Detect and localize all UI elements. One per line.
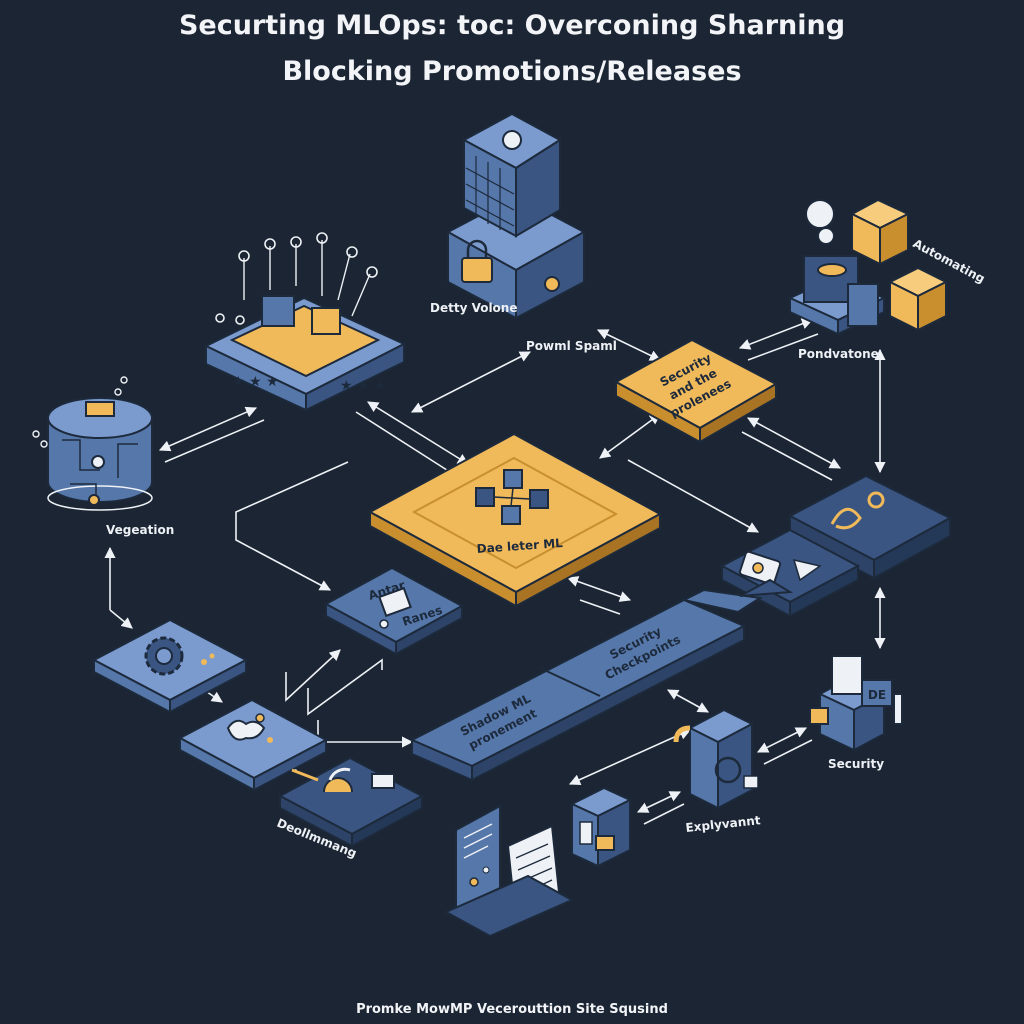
automation-cluster bbox=[787, 198, 949, 336]
connector-vegetation-to-circuit-2 bbox=[164, 419, 265, 463]
connector-circuit-to-server bbox=[411, 351, 531, 413]
deployment-tool-icon bbox=[371, 773, 395, 789]
deployment-tile bbox=[277, 756, 425, 848]
label-de-badge: DE bbox=[868, 688, 886, 702]
anter-tile bbox=[323, 566, 465, 656]
cylinder-dot-icons bbox=[32, 376, 128, 448]
connector-security-to-automation-2 bbox=[747, 333, 819, 361]
connector-circuit-to-center-2 bbox=[355, 411, 451, 473]
gear-tile bbox=[91, 618, 249, 714]
safe-lock-icon bbox=[743, 775, 759, 789]
circuit-chip-orange-icon bbox=[311, 307, 341, 335]
coin-icon bbox=[544, 276, 560, 292]
connector-vegetation-to-circuit bbox=[158, 406, 258, 452]
security-station bbox=[809, 655, 903, 752]
title-line-1: Securting MLOps: toc: Overconing Sharnin… bbox=[178, 10, 846, 41]
document-padlock-icon bbox=[595, 835, 615, 851]
safe-dial-icon bbox=[714, 756, 742, 784]
puzzle-cloud-icon bbox=[226, 719, 266, 741]
mobile-tile bbox=[719, 528, 861, 618]
vegetation-cylinder bbox=[32, 376, 153, 511]
connector-center-to-anter bbox=[235, 461, 349, 591]
checkpoint-bar bbox=[409, 578, 794, 782]
connector-docs-to-explyvant-2 bbox=[643, 803, 685, 825]
label-security: Security bbox=[828, 757, 884, 771]
circuit-platform: ★ ★ ★ ★ ★ ★ bbox=[203, 232, 407, 412]
connector-to-shadow bbox=[317, 720, 414, 748]
connector-safe-to-security-2 bbox=[763, 739, 813, 765]
platform-stars-right-icon: ★ ★ ★ bbox=[340, 378, 387, 394]
anter-node-icon bbox=[379, 619, 389, 629]
panel-ring-icon bbox=[867, 491, 885, 509]
connector-security-to-panel bbox=[747, 417, 841, 469]
cylinder-orange-node-icon bbox=[88, 494, 100, 506]
automation-box-bottom-icon bbox=[917, 280, 947, 332]
connector-server-to-security bbox=[596, 329, 662, 361]
padlock-icon bbox=[461, 257, 493, 283]
server-top-dome-icon bbox=[502, 130, 522, 150]
automation-chat-bubble-icon bbox=[805, 199, 835, 229]
connector-vegetation-to-gear bbox=[109, 609, 133, 629]
connector-security-to-panel-2 bbox=[741, 431, 833, 481]
connector-docs-to-explyvant bbox=[636, 791, 682, 813]
connector-center-to-security bbox=[599, 413, 661, 459]
automation-chat-bubble-small-icon bbox=[817, 227, 835, 245]
platform-stars-left-icon: ★ ★ ★ bbox=[232, 374, 279, 390]
safe-key-icon bbox=[673, 725, 691, 743]
connector-center-to-mobile bbox=[627, 459, 759, 533]
deployment-hardhat-icon bbox=[323, 777, 353, 793]
label-center: Dae leter ML bbox=[476, 536, 563, 556]
connector-center-to-checkpoints-2 bbox=[579, 599, 621, 615]
laptop-screen-lines bbox=[463, 823, 493, 859]
circuit-antenna-lines bbox=[243, 240, 371, 317]
label-vegetation: Vegeation bbox=[106, 523, 174, 537]
connector-docs-to-safe bbox=[568, 729, 692, 785]
right-panel-tile bbox=[787, 474, 953, 580]
connector-to-anter-2 bbox=[307, 658, 383, 716]
document-box bbox=[569, 786, 633, 868]
automation-document-icon bbox=[847, 283, 879, 327]
panel-lasso-icon bbox=[830, 507, 862, 530]
circuit-node-icons bbox=[215, 232, 378, 325]
automation-dial-icon bbox=[817, 263, 847, 277]
server-tower bbox=[445, 112, 587, 320]
automation-box-top-icon bbox=[879, 212, 909, 266]
label-pondvatone: Pondvatone bbox=[798, 347, 879, 361]
connector-security-to-automation bbox=[738, 318, 814, 350]
puzzle-tile bbox=[177, 698, 329, 792]
server-grid-lines bbox=[465, 156, 515, 230]
connector-center-to-checkpoints bbox=[566, 576, 632, 602]
security-pedestal-icon bbox=[809, 707, 829, 725]
anter-document-icon bbox=[378, 586, 412, 618]
center-tile bbox=[367, 432, 663, 608]
security-protections-tile bbox=[613, 338, 779, 444]
document-page-icon bbox=[579, 821, 593, 845]
label-promo-spaml: Powml Spaml bbox=[526, 339, 617, 353]
connectors bbox=[104, 318, 886, 825]
safe-box bbox=[673, 708, 759, 810]
checkpoint-bar-arrow bbox=[739, 578, 794, 597]
laptop-keyboard bbox=[443, 874, 575, 938]
connector-checkpoints-to-safe bbox=[667, 689, 709, 713]
label-explyvant: Explyvannt bbox=[685, 813, 762, 835]
security-document-icon bbox=[831, 655, 863, 695]
title-line-2: Blocking Promotions/Releases bbox=[282, 56, 742, 87]
circuit-chip-blue-icon bbox=[261, 295, 295, 327]
cylinder-top-tab bbox=[85, 401, 115, 417]
cylinder-node-icon bbox=[91, 455, 105, 469]
footer-caption: Promke MowMP Vecerouttion Site Squsind bbox=[356, 1002, 668, 1017]
connector-circuit-to-center bbox=[367, 401, 469, 465]
laptop-workstation bbox=[443, 804, 575, 938]
connector-to-anter bbox=[285, 649, 341, 702]
center-cubes-icon bbox=[475, 469, 549, 525]
label-data-volume: Detty Volone bbox=[430, 301, 518, 315]
security-de-badge bbox=[861, 679, 893, 707]
connector-safe-to-security bbox=[756, 727, 808, 753]
